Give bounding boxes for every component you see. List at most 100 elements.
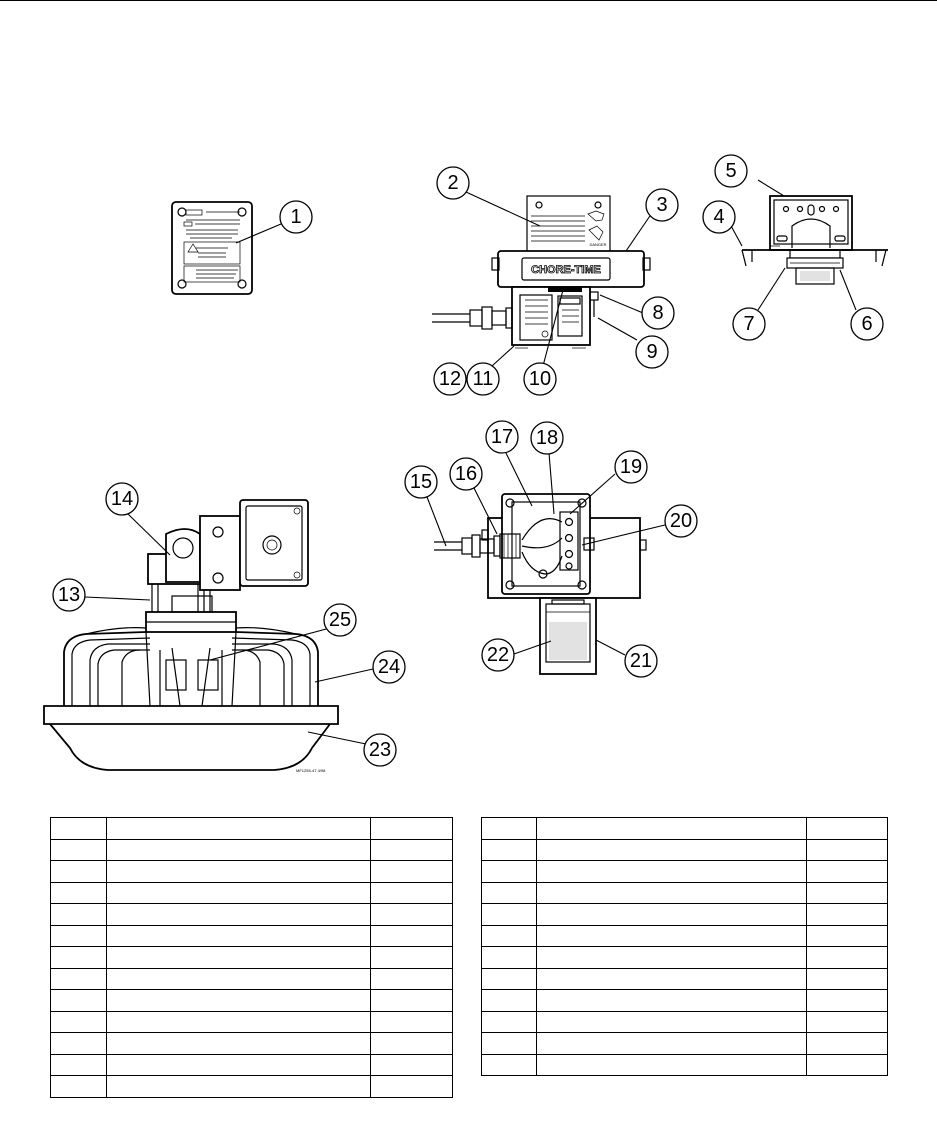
callout-13: 13 (52, 578, 86, 612)
callout-22: 22 (481, 638, 515, 672)
table-cell (50, 924, 107, 947)
table-cell (806, 860, 888, 883)
callout-9: 9 (635, 335, 669, 369)
callout-10: 10 (523, 362, 557, 396)
svg-text:5: 5 (725, 160, 736, 182)
svg-text:13: 13 (58, 584, 80, 606)
table-row (50, 1010, 453, 1033)
table-cell (481, 838, 537, 861)
table-cell (481, 946, 537, 969)
svg-text:16: 16 (455, 463, 477, 485)
callout-25: 25 (323, 603, 357, 637)
table-row (50, 1053, 453, 1076)
callout-15: 15 (404, 465, 438, 499)
callout-3: 3 (645, 188, 679, 222)
table-cell (50, 1032, 107, 1055)
table-cell (481, 1032, 537, 1055)
table-cell (806, 881, 888, 904)
table-cell (481, 924, 537, 947)
svg-text:9: 9 (646, 341, 657, 363)
table-cell (50, 989, 107, 1012)
table-cell (370, 881, 453, 904)
label-plate-drawing (171, 201, 253, 295)
svg-text:8: 8 (652, 302, 663, 324)
brand-mark: CHORE-TIME (531, 264, 601, 276)
table-cell (370, 946, 453, 969)
callout-12: 12 (433, 362, 467, 396)
callout-2: 2 (436, 166, 470, 200)
table-cell (536, 967, 807, 990)
control-box-top-drawing: DANGER CHORE-TIME (432, 195, 651, 349)
table-row (50, 903, 453, 926)
svg-text:14: 14 (111, 488, 133, 510)
table-cell (106, 838, 371, 861)
table-cell (50, 881, 107, 904)
svg-text:3: 3 (656, 194, 667, 216)
svg-text:11: 11 (473, 368, 494, 390)
svg-text:10: 10 (529, 368, 551, 390)
table-row (481, 903, 888, 926)
leader-lines (84, 179, 857, 745)
table-cell (370, 1010, 453, 1033)
svg-text:24: 24 (378, 656, 400, 678)
table-row (50, 881, 453, 904)
table-row (50, 989, 453, 1012)
table-cell (50, 838, 107, 861)
table-cell (106, 1053, 371, 1076)
top-rule (0, 0, 937, 1)
table-cell (536, 903, 807, 926)
table-cell (106, 946, 371, 969)
table-row (481, 1010, 888, 1033)
svg-text:1: 1 (290, 206, 301, 228)
table-cell (370, 967, 453, 990)
heater-assembly-drawing: MF1255-47 4/98 (43, 499, 339, 773)
table-row (50, 1032, 453, 1055)
table-cell (806, 946, 888, 969)
table-cell (806, 1010, 888, 1033)
table-cell (536, 817, 807, 840)
table-row (481, 860, 888, 883)
table-row (481, 924, 888, 947)
table-cell (50, 903, 107, 926)
table-cell (50, 1010, 107, 1033)
svg-text:2: 2 (447, 172, 458, 194)
table-cell (370, 989, 453, 1012)
table-cell (106, 903, 371, 926)
table-row (481, 967, 888, 990)
table-cell (806, 967, 888, 990)
table-row (481, 838, 888, 861)
table-row (481, 989, 888, 1012)
svg-text:7: 7 (743, 313, 754, 335)
table-cell (106, 1010, 371, 1033)
table-cell (106, 817, 371, 840)
table-cell (370, 1032, 453, 1055)
callout-6: 6 (850, 307, 884, 341)
table-cell (536, 838, 807, 861)
svg-text:12: 12 (439, 368, 461, 390)
table-cell (481, 860, 537, 883)
svg-text:19: 19 (620, 456, 642, 478)
parts-table-left (50, 817, 453, 1098)
callout-21: 21 (624, 644, 658, 678)
table-row (481, 1032, 888, 1055)
table-cell (50, 817, 107, 840)
callout-4: 4 (702, 200, 736, 234)
callout-19: 19 (614, 450, 648, 484)
parts-table-right (481, 817, 888, 1076)
table-cell (106, 881, 371, 904)
table-cell (481, 989, 537, 1012)
table-cell (106, 989, 371, 1012)
table-cell (481, 967, 537, 990)
table-cell (806, 1053, 888, 1076)
table-cell (806, 817, 888, 840)
svg-text:23: 23 (369, 739, 391, 761)
table-cell (106, 860, 371, 883)
svg-text:25: 25 (329, 609, 351, 631)
table-row (481, 946, 888, 969)
table-cell (481, 903, 537, 926)
table-row (481, 881, 888, 904)
table-cell (50, 860, 107, 883)
table-row (50, 946, 453, 969)
svg-text:20: 20 (670, 510, 692, 532)
mounting-bracket-drawing (741, 195, 888, 285)
